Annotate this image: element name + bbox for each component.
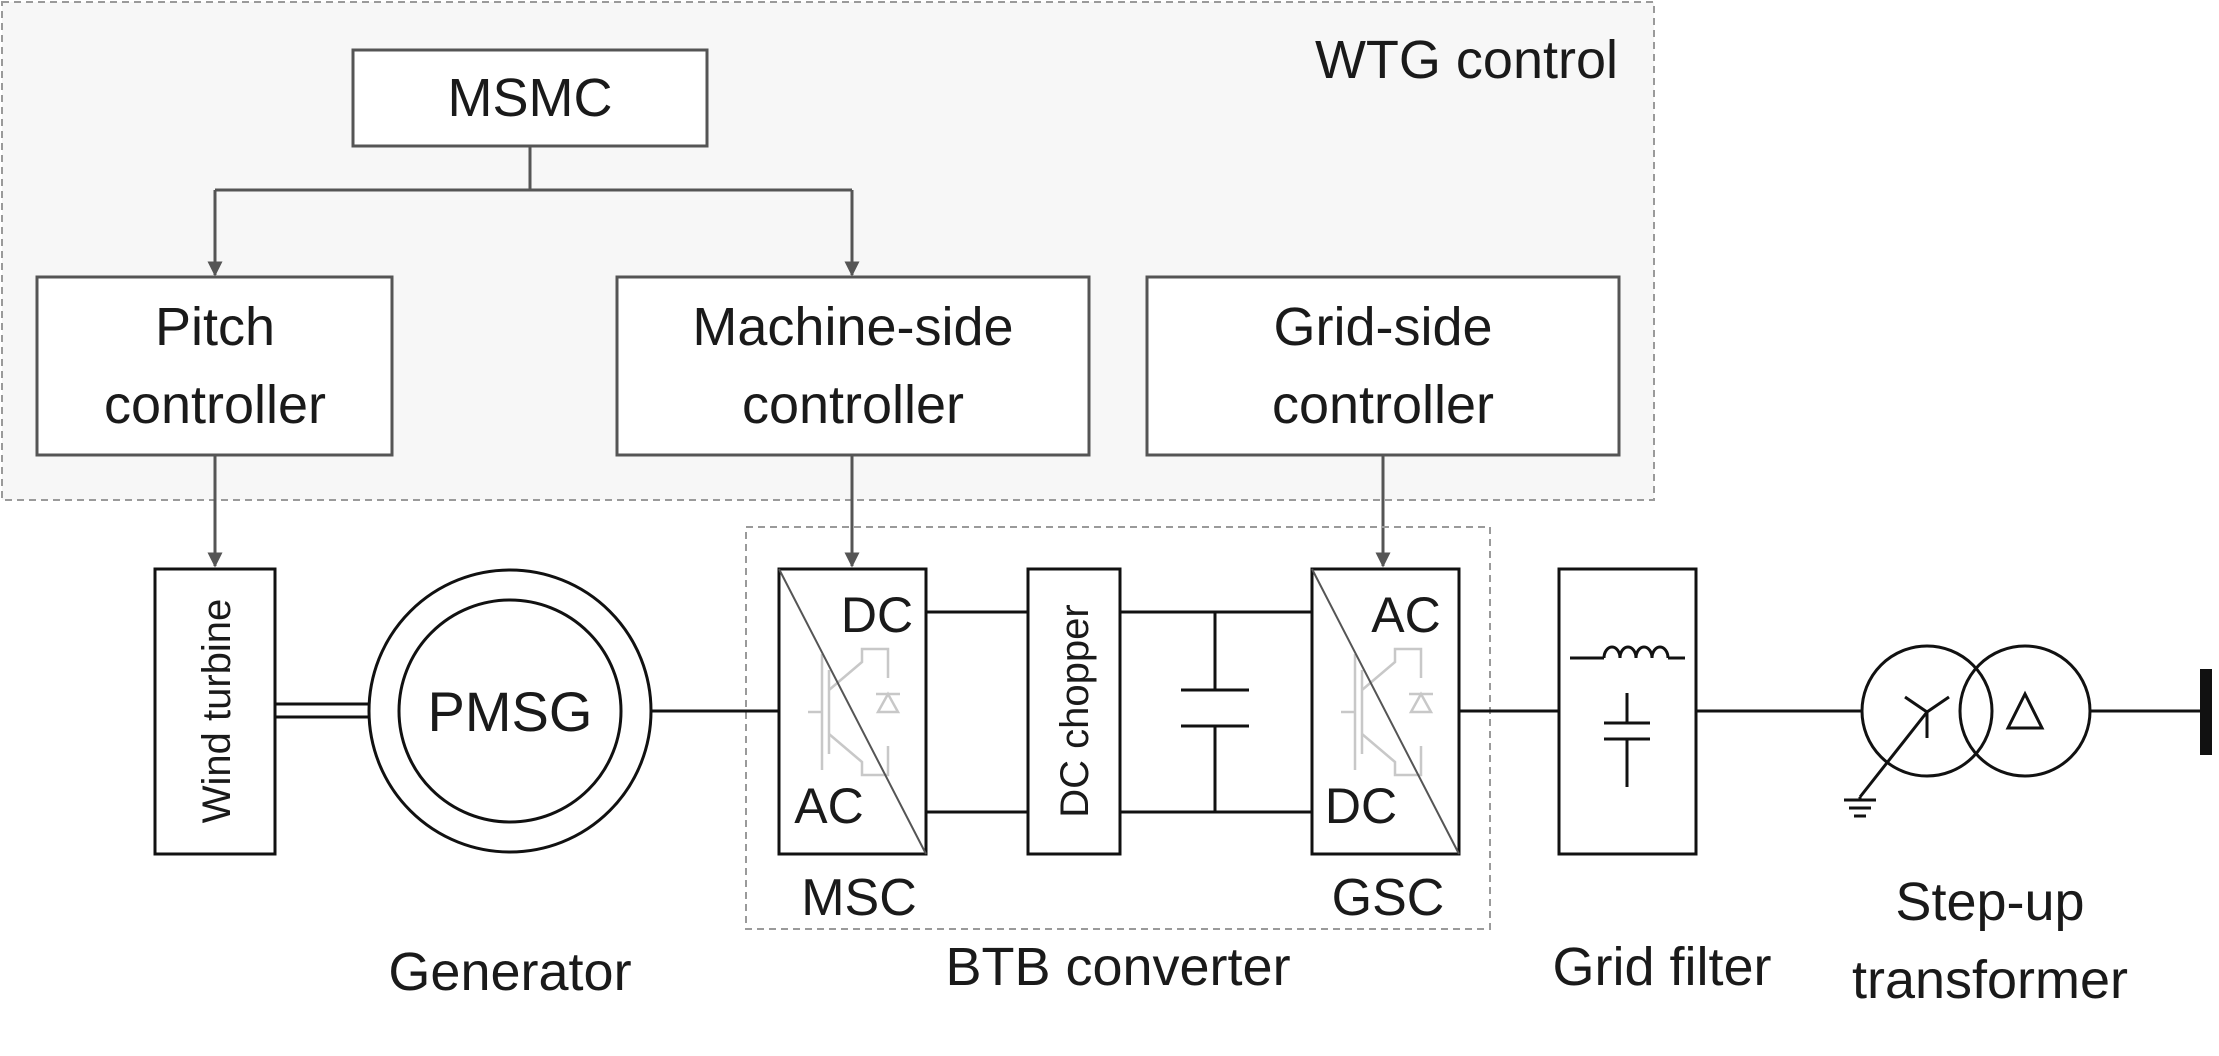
dc-chopper-label: DC chopper xyxy=(1053,604,1097,817)
grid-filter-caption: Grid filter xyxy=(1552,937,1771,997)
grid-side-controller-box: Grid-side controller xyxy=(1145,275,1621,457)
msc-converter: DC AC xyxy=(777,567,928,856)
msmc-branch-arrows xyxy=(207,146,860,277)
generator-pmsg: PMSG xyxy=(367,568,653,854)
gsc-switch-icon xyxy=(1341,647,1434,777)
wind-turbine-box: Wind turbine xyxy=(153,567,277,856)
machine-side-controller-box: Machine-side controller xyxy=(615,275,1091,457)
transformer-caption-line1: Step-up xyxy=(1895,872,2084,932)
step-up-transformer xyxy=(1844,644,2092,818)
msmc-box: MSMC xyxy=(351,48,709,148)
grid-bus-bar xyxy=(2200,669,2212,755)
generator-caption: Generator xyxy=(388,942,631,1002)
gsc-converter: AC DC xyxy=(1310,567,1461,856)
delta-winding-icon xyxy=(2005,690,2045,730)
dc-link-capacitor xyxy=(1181,612,1249,812)
grid-filter-box xyxy=(1557,567,1698,856)
machine-side-controller-label-line2: controller xyxy=(742,375,964,435)
gsc-top-label: AC xyxy=(1371,587,1440,643)
generator-inner-label: PMSG xyxy=(428,680,593,743)
msc-top-label: DC xyxy=(841,587,913,643)
wye-winding-icon xyxy=(1904,695,1950,738)
filter-capacitor-icon xyxy=(1604,693,1650,787)
gsc-bottom-label: DC xyxy=(1325,778,1397,834)
pitch-controller-box: Pitch controller xyxy=(35,275,394,457)
inductor-icon xyxy=(1570,645,1685,660)
controller-output-arrows xyxy=(207,455,1391,568)
pitch-controller-label-line2: controller xyxy=(104,375,326,435)
msc-switch-icon xyxy=(808,647,901,777)
ground-icon xyxy=(1844,711,1929,818)
dc-chopper-box: DC chopper xyxy=(1026,567,1122,856)
msmc-label: MSMC xyxy=(448,68,613,128)
gsc-caption: GSC xyxy=(1332,869,1445,927)
drive-shaft xyxy=(275,702,370,719)
transformer-caption-line2: transformer xyxy=(1852,950,2128,1010)
btb-converter-region xyxy=(745,526,1491,930)
btb-converter-caption: BTB converter xyxy=(945,937,1290,997)
wind-turbine-label: Wind turbine xyxy=(195,599,239,824)
pitch-controller-label-line1: Pitch xyxy=(155,297,275,357)
msc-caption: MSC xyxy=(801,869,917,927)
grid-side-controller-label-line2: controller xyxy=(1272,375,1494,435)
wtg-control-title: WTG control xyxy=(1315,30,1618,90)
msc-bottom-label: AC xyxy=(794,778,863,834)
machine-side-controller-label-line1: Machine-side xyxy=(692,297,1013,357)
grid-side-controller-label-line1: Grid-side xyxy=(1273,297,1492,357)
